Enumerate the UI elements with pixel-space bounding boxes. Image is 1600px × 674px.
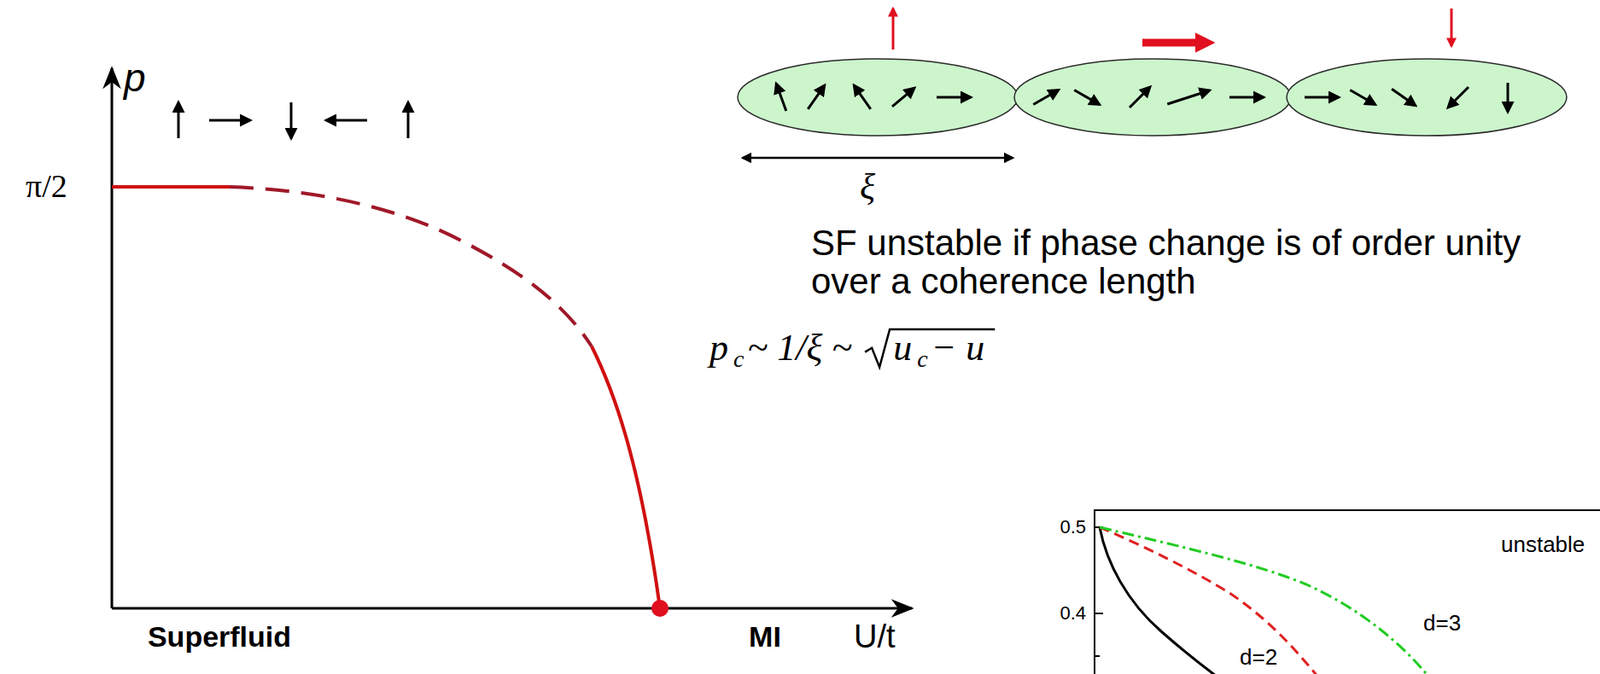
region-label: unstable	[1500, 532, 1585, 558]
formula-part: u	[893, 327, 912, 369]
curve-label: d=3	[1423, 611, 1461, 637]
domain-phases	[893, 8, 1452, 50]
coherence-length-bar	[742, 157, 1013, 160]
inset-plot	[1094, 510, 1600, 674]
formula-part: − u	[931, 327, 986, 369]
phase-label: MI	[748, 621, 782, 654]
tick-label: 0.4	[1059, 603, 1087, 625]
length-label: ξ	[859, 167, 876, 207]
note-text: SF unstable if phase change is of order …	[811, 223, 1563, 302]
tick-label: π/2	[25, 169, 68, 205]
curve-label: d=2	[1239, 645, 1278, 671]
axis-label: p	[123, 56, 146, 100]
formula-part: ~ 1/ξ ~	[747, 327, 853, 369]
axis-label: U/t	[853, 619, 896, 656]
tick-label: 0.5	[1059, 517, 1087, 538]
coherence-domains	[737, 58, 1567, 136]
formula-subscript: c	[733, 346, 744, 374]
phase-label: Superfluid	[147, 621, 292, 654]
formula-subscript: c	[916, 346, 928, 374]
axes	[111, 68, 912, 609]
phase-boundary	[111, 186, 669, 618]
spin-row	[178, 102, 409, 139]
formula-part: p	[709, 327, 729, 369]
local-spins	[776, 82, 1508, 112]
